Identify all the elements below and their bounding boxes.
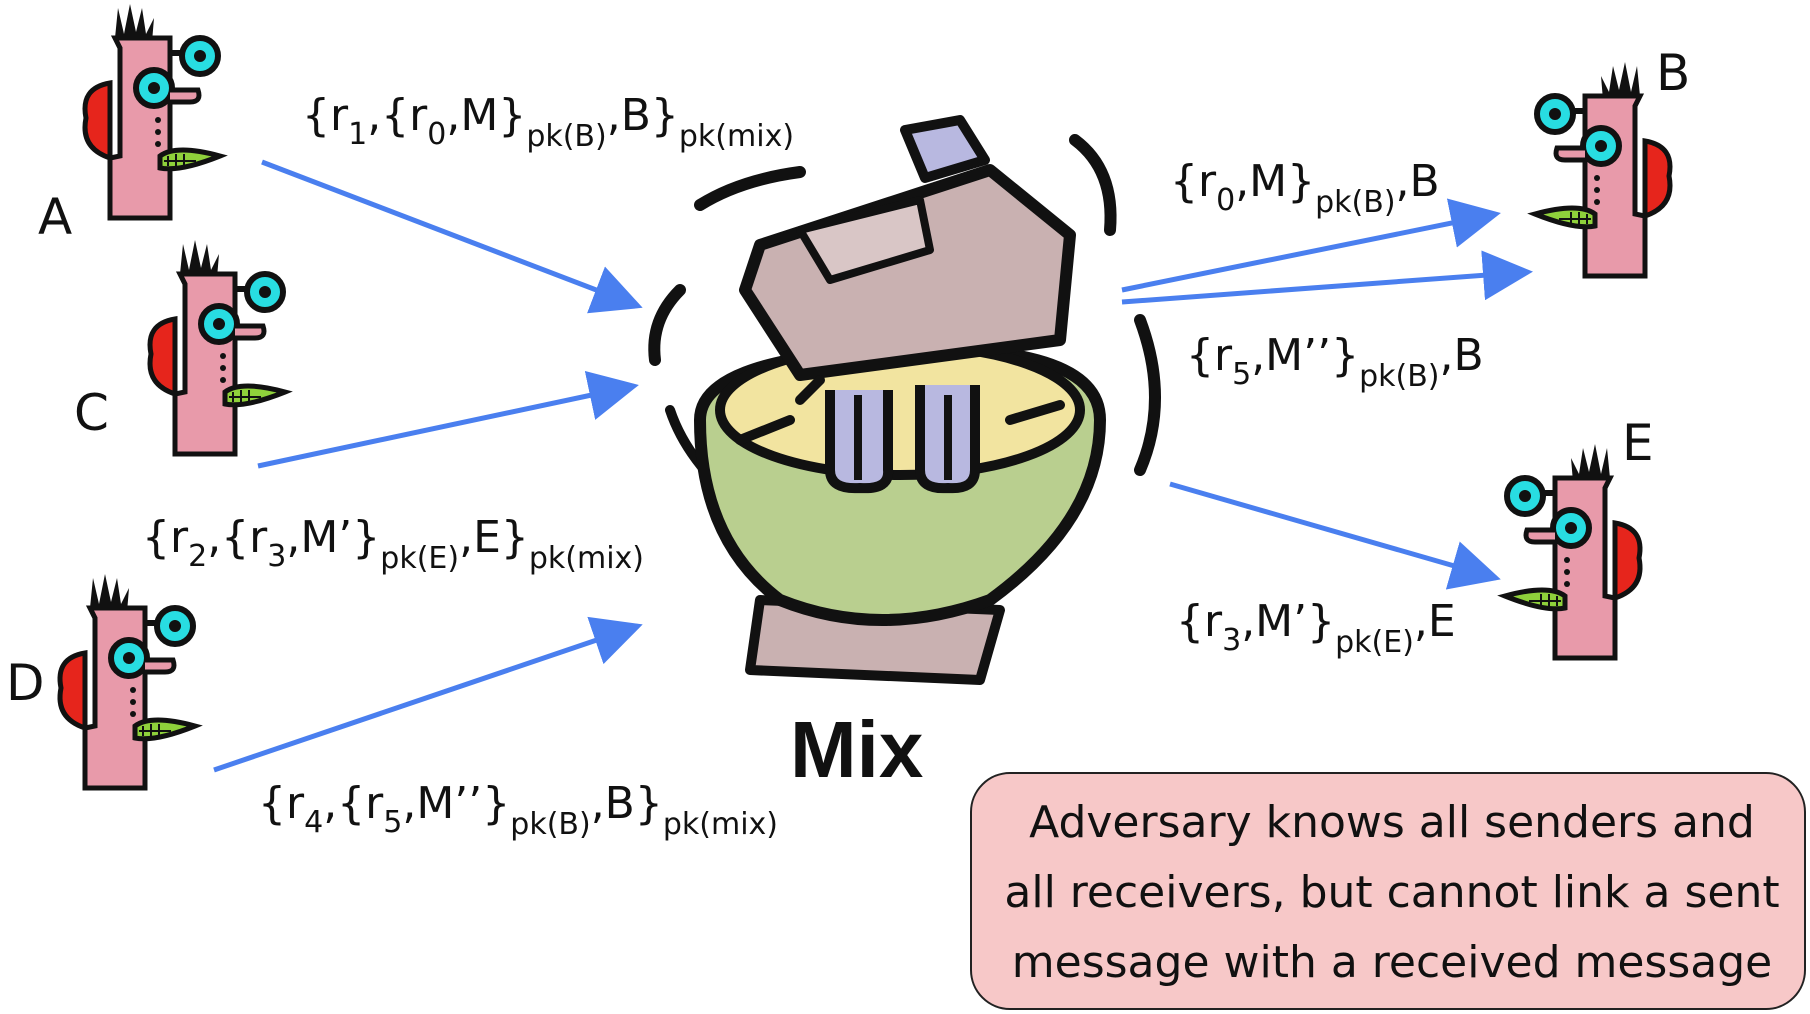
arrow-a-to-mix bbox=[261, 159, 643, 314]
person-e-icon bbox=[1505, 444, 1640, 658]
node-label-d: D bbox=[6, 654, 45, 712]
adversary-note: Adversary knows all senders and all rece… bbox=[970, 772, 1806, 1010]
person-a-icon bbox=[85, 4, 220, 218]
node-label-e: E bbox=[1622, 414, 1654, 472]
arrow-mix-to-e bbox=[1169, 481, 1501, 590]
arrow-c-to-mix bbox=[257, 370, 639, 469]
mix-label: Mix bbox=[790, 705, 923, 794]
node-label-c: C bbox=[74, 384, 109, 442]
note-line-3: message with a received message bbox=[1011, 937, 1773, 988]
person-c-icon bbox=[150, 240, 285, 454]
message-b-out-2: {r5,M’’}pk(B),B bbox=[1186, 330, 1484, 394]
person-b-icon bbox=[1535, 62, 1670, 276]
message-d-in: {r4,{r5,M’’}pk(B),B}pk(mix) bbox=[258, 778, 778, 842]
node-label-b: B bbox=[1656, 44, 1690, 102]
note-line-1: Adversary knows all senders and bbox=[1029, 797, 1755, 848]
arrow-d-to-mix bbox=[213, 616, 643, 773]
message-c-in: {r2,{r3,M’}pk(E),E}pk(mix) bbox=[142, 512, 644, 576]
message-a-in: {r1,{r0,M}pk(B),B}pk(mix) bbox=[302, 90, 794, 154]
message-e-out: {r3,M’}pk(E),E bbox=[1176, 596, 1456, 660]
note-line-2: all receivers, but cannot link a sent bbox=[1004, 867, 1780, 918]
mixer-bowl-icon bbox=[648, 115, 1161, 685]
node-label-a: A bbox=[38, 188, 72, 246]
person-d-icon bbox=[60, 574, 195, 788]
arrow-mix-to-b-2 bbox=[1121, 250, 1533, 305]
message-b-out-1: {r0,M}pk(B),B bbox=[1170, 156, 1440, 220]
arrow-mix-to-b-1 bbox=[1121, 198, 1501, 293]
